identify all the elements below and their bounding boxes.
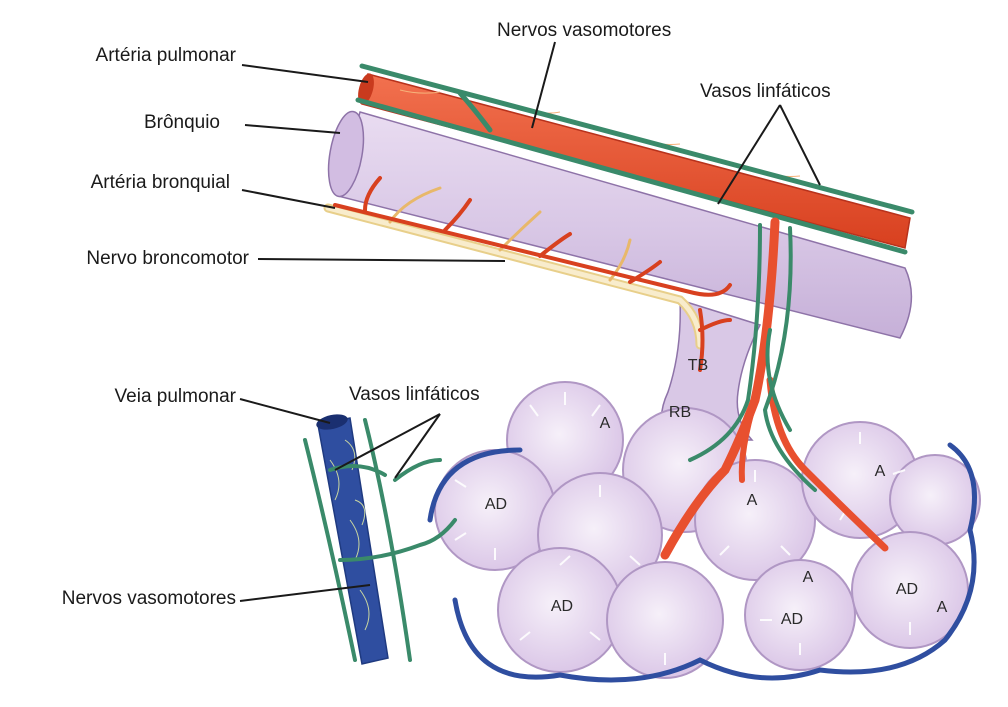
label-a2: A	[875, 463, 886, 481]
label-nervo-broncomotor: Nervo broncomotor	[86, 248, 249, 270]
label-rb: RB	[669, 404, 691, 422]
label-a1: A	[600, 415, 611, 433]
label-vasos-linfaticos-mid: Vasos linfáticos	[349, 384, 480, 406]
label-a4: A	[803, 569, 814, 587]
label-ad4: AD	[896, 581, 918, 599]
label-ad2: AD	[551, 598, 573, 616]
label-ad3: AD	[781, 611, 803, 629]
label-a5: A	[937, 599, 948, 617]
alveoli	[430, 382, 980, 680]
label-arteria-bronquial: Artéria bronquial	[91, 172, 230, 194]
pulmonary-vein	[315, 412, 388, 664]
label-vasos-linfaticos-top: Vasos linfáticos	[700, 81, 831, 103]
label-arteria-pulmonar: Artéria pulmonar	[96, 45, 236, 67]
label-nervos-vasomotores-top: Nervos vasomotores	[497, 20, 671, 42]
label-tb: TB	[688, 357, 708, 375]
label-bronquio: Brônquio	[144, 112, 220, 134]
label-a3: A	[747, 492, 758, 510]
label-veia-pulmonar: Veia pulmonar	[115, 386, 236, 408]
label-ad1: AD	[485, 496, 507, 514]
label-nervos-vasomotores-bottom: Nervos vasomotores	[62, 588, 236, 610]
